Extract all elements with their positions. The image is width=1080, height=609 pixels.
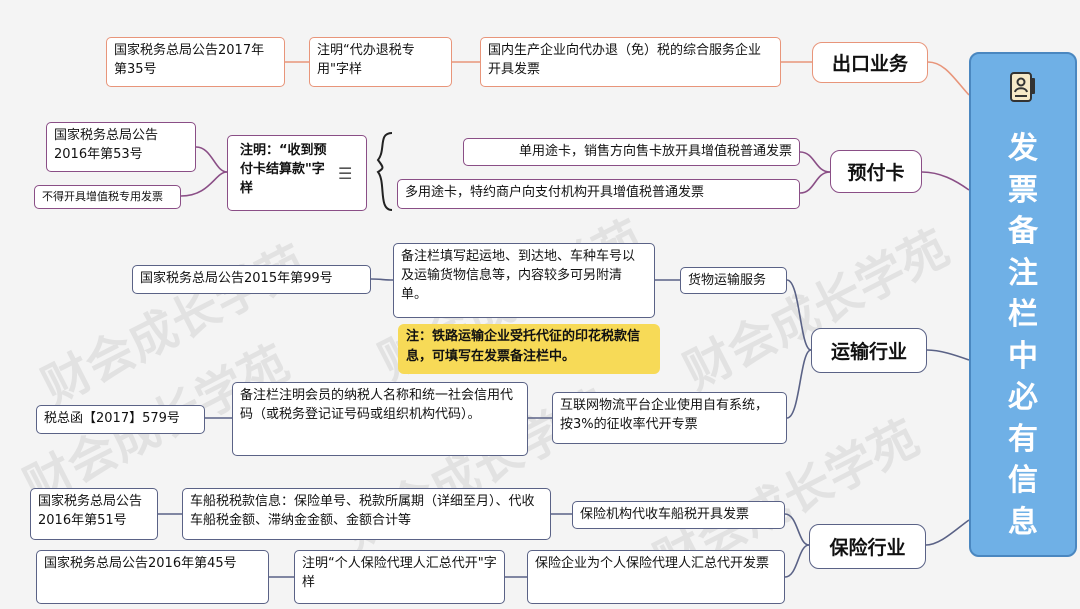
note-lines-icon: ☰ bbox=[338, 164, 353, 183]
insurance-agent-source[interactable]: 国家税务总局公告2016年第45号 bbox=[36, 550, 269, 604]
brace-icon bbox=[376, 132, 393, 211]
transport-railway-note: 注：铁路运输企业受托代征的印花税款信息，可填写在发票备注栏中。 bbox=[398, 324, 660, 374]
insurance-agent-remark[interactable]: 注明“个人保险代理人汇总代开"字样 bbox=[294, 550, 505, 604]
category-prepaid[interactable]: 预付卡 bbox=[830, 150, 922, 193]
prepaid-source[interactable]: 国家税务总局公告2016年第53号 bbox=[46, 122, 196, 172]
prepaid-remark[interactable]: 注明：“收到预付卡结算款"字样 bbox=[227, 135, 367, 211]
insurance-vehicle-scenario[interactable]: 保险机构代收车船税开具发票 bbox=[572, 501, 785, 529]
transport-platform-source[interactable]: 税总函【2017】579号 bbox=[36, 405, 205, 434]
insurance-agent-scenario[interactable]: 保险企业为个人保险代理人汇总代开发票 bbox=[527, 550, 785, 604]
prepaid-single-card[interactable]: 单用途卡，销售方向售卡放开具增值税普通发票 bbox=[463, 138, 800, 166]
insurance-vehicle-remark[interactable]: 车船税税款信息：保险单号、税款所属期（详细至月）、代收车船税金额、滞纳金金额、金… bbox=[182, 488, 551, 540]
transport-platform-remark[interactable]: 备注栏注明会员的纳税人名称和统一社会信用代码（或税务登记证号码或组织机构代码）。 bbox=[232, 382, 528, 456]
category-insurance[interactable]: 保险行业 bbox=[809, 524, 926, 569]
transport-cargo-service[interactable]: 货物运输服务 bbox=[680, 267, 787, 294]
root-title: 发 票 备 注 栏 中 必 有 信 息 bbox=[1008, 131, 1038, 540]
category-export[interactable]: 出口业务 bbox=[812, 42, 928, 83]
transport-platform[interactable]: 互联网物流平台企业使用自有系统，按3%的征收率代开专票 bbox=[552, 392, 787, 444]
prepaid-multi-card[interactable]: 多用途卡，特约商户向支付机构开具增值税普通发票 bbox=[397, 179, 800, 209]
insurance-vehicle-source[interactable]: 国家税务总局公告2016年第51号 bbox=[30, 488, 158, 540]
transport-cargo-source[interactable]: 国家税务总局公告2015年第99号 bbox=[132, 265, 371, 294]
prepaid-no-special-invoice[interactable]: 不得开具增值税专用发票 bbox=[34, 185, 181, 209]
root-node[interactable]: 发 票 备 注 栏 中 必 有 信 息 bbox=[969, 52, 1077, 557]
category-transport[interactable]: 运输行业 bbox=[811, 328, 927, 373]
document-person-icon bbox=[1010, 72, 1035, 102]
export-source[interactable]: 国家税务总局公告2017年第35号 bbox=[106, 37, 285, 87]
transport-cargo-remark[interactable]: 备注栏填写起运地、到达地、车种车号以及运输货物信息等，内容较多可另附清单。 bbox=[393, 243, 655, 318]
export-remark[interactable]: 注明“代办退税专用"字样 bbox=[309, 37, 452, 87]
export-scenario[interactable]: 国内生产企业向代办退（免）税的综合服务企业开具发票 bbox=[480, 37, 781, 87]
